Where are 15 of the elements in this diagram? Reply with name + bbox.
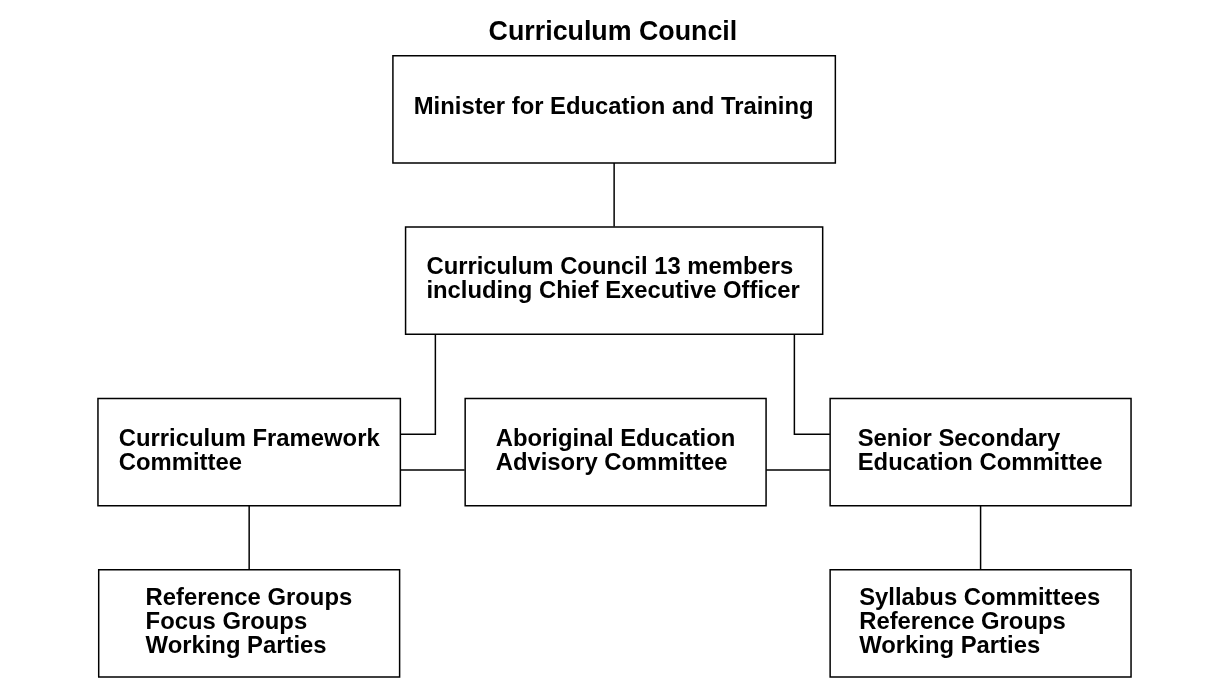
node-box: Curriculum Council 13 members including Chief Executive Officer [404,226,823,336]
connector [793,333,831,435]
connector [612,162,615,228]
node-box: Senior Secondary Education Committee [828,397,1132,507]
diagram-title: Curriculum Council [488,15,737,46]
connector [979,505,981,570]
node-box: Minister for Education and Training [391,55,836,164]
node-box: Aboriginal Education Advisory Committee [463,397,767,507]
connector [764,469,831,471]
node-box: Curriculum Framework Committee [96,397,401,507]
connector [247,505,250,570]
connector [399,333,436,435]
connector [399,469,465,471]
node-box: Reference Groups Focus Groups Working Parties [97,568,400,678]
node-box: Syllabus Committees Reference Groups Working Parties [828,568,1132,678]
